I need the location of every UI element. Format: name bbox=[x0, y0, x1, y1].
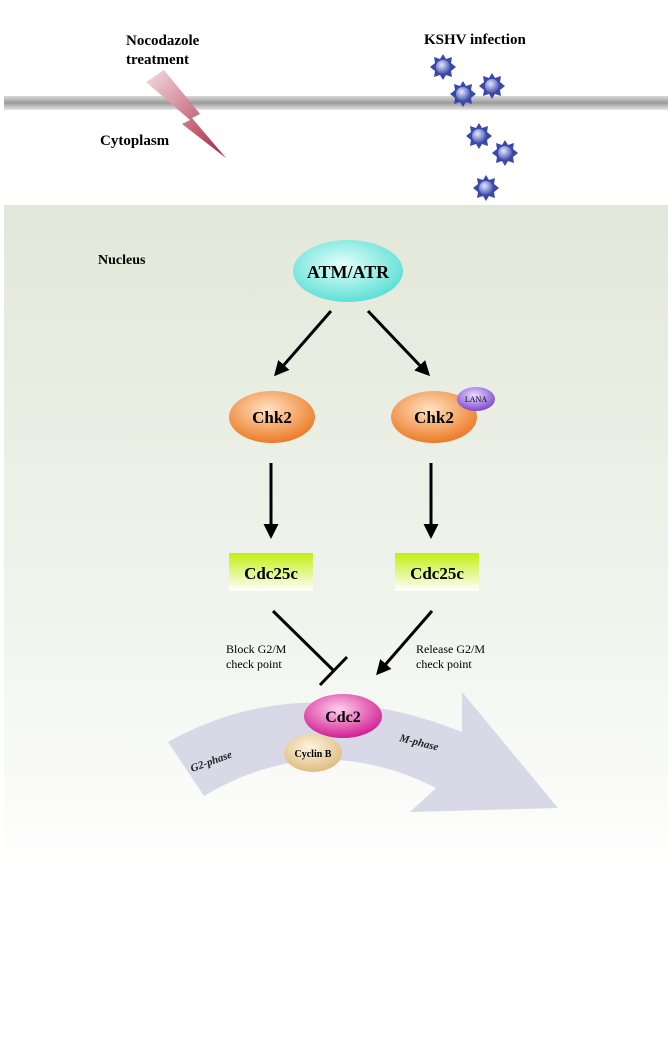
nucleus-label: Nucleus bbox=[98, 253, 146, 268]
chk2-left-node: Chk2 bbox=[229, 391, 315, 443]
lana-node: LANA bbox=[457, 387, 495, 411]
chk2-left-label: Chk2 bbox=[252, 408, 292, 427]
cell-membrane bbox=[4, 96, 668, 110]
cdc25c-left-node: Cdc25c bbox=[229, 553, 313, 591]
arrow-atm-chk2-left bbox=[274, 310, 333, 377]
inhibit-bar bbox=[318, 655, 349, 687]
release-checkpoint-label: Release G2/M check point bbox=[416, 642, 485, 671]
arrow-cdc25c-cdc2 bbox=[376, 610, 434, 676]
arrow-atm-chk2-right bbox=[366, 309, 431, 377]
virion-icon bbox=[430, 54, 518, 201]
nucleus-region bbox=[4, 205, 668, 885]
atm-atr-node: ATM/ATR bbox=[293, 240, 403, 302]
lightning-bolt-icon bbox=[146, 70, 226, 158]
lana-label: LANA bbox=[465, 395, 487, 404]
block-checkpoint-label: Block G2/M check point bbox=[226, 642, 287, 671]
nocodazole-label: Nocodazole treatment bbox=[126, 33, 200, 68]
chk2-right-node: Chk2 bbox=[391, 391, 477, 443]
cdc25c-right-node: Cdc25c bbox=[395, 553, 479, 591]
kshv-label: KSHV infection bbox=[424, 32, 526, 48]
cytoplasm-label: Cytoplasm bbox=[100, 133, 170, 149]
atm-atr-label: ATM/ATR bbox=[307, 262, 390, 282]
cdc2-label: Cdc2 bbox=[325, 709, 361, 726]
chk2-right-label: Chk2 bbox=[414, 408, 454, 427]
inhibit-line bbox=[271, 609, 336, 673]
cyclin-b-node: Cyclin B bbox=[284, 734, 342, 772]
cyclin-b-label: Cyclin B bbox=[295, 749, 332, 760]
cdc25c-right-label: Cdc25c bbox=[410, 564, 464, 583]
cell-cycle-arrow bbox=[168, 692, 558, 812]
cdc2-node: Cdc2 bbox=[304, 694, 382, 738]
cdc25c-left-label: Cdc25c bbox=[244, 564, 298, 583]
